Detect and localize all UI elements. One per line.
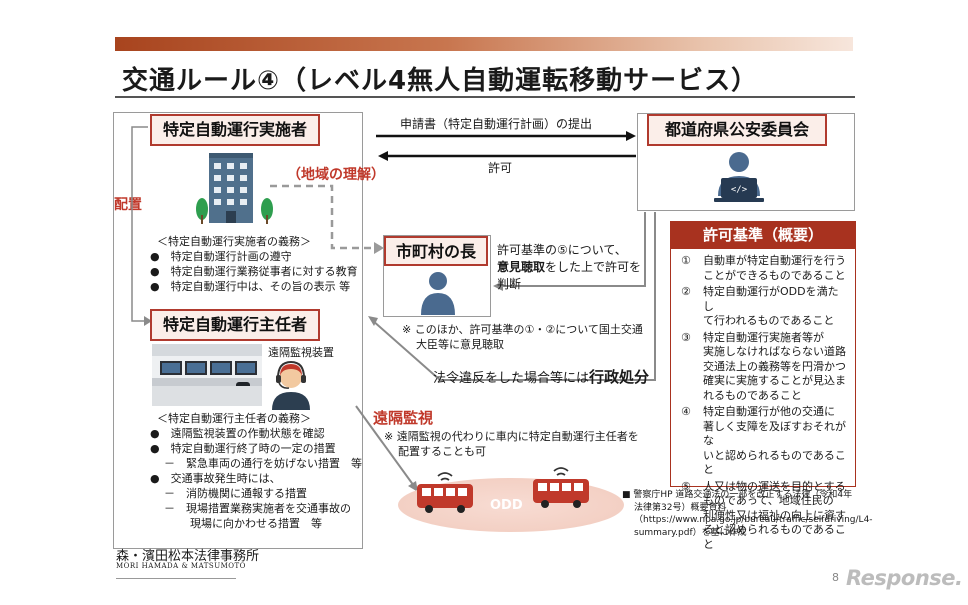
regional-understanding-arrow xyxy=(270,184,384,254)
list-item: － 緊急車両の通行を妨げない措置 等 xyxy=(164,457,362,470)
list-item: ● 特定自動運行計画の遵守 xyxy=(150,250,292,263)
response-watermark: Response. xyxy=(846,566,963,590)
top-accent-bar xyxy=(115,37,853,51)
list-item: － 現場措置業務実施者を交通事故の xyxy=(164,502,351,515)
application-arrow-label: 申請書（特定自動運行計画）の提出 xyxy=(400,117,593,131)
mayor-label: 市町村の長 xyxy=(384,236,488,266)
title-underline xyxy=(115,96,855,98)
operator-label: 特定自動運行実施者 xyxy=(150,114,320,146)
application-arrow xyxy=(376,131,636,161)
manager-label: 特定自動運行主任者 xyxy=(150,309,320,341)
firm-name-english: MORI HAMADA & MATSUMOTO xyxy=(116,562,246,570)
administrative-action-arrow xyxy=(368,212,656,381)
list-item: 現場に向かわせる措置 等 xyxy=(190,517,322,530)
building-icon xyxy=(196,153,273,224)
permit-arrow-label: 許可 xyxy=(488,161,513,175)
opinion-text: 許可基準の⑤について、 意見聴取をした上で許可を 判断 xyxy=(497,243,642,291)
odd-label: ODD xyxy=(490,498,523,513)
firm-name: 森・濱田松本法律事務所 xyxy=(116,549,260,564)
monitoring-room-image xyxy=(152,344,262,406)
opinion-arrow xyxy=(493,212,646,291)
computer-person-icon: </> xyxy=(714,152,764,202)
operator-duties-title: ＜特定自動運行実施者の義務＞ xyxy=(157,235,311,248)
remote-monitoring-title: 遠隔監視 xyxy=(373,409,434,427)
mlit-note: ※ このほか、許可基準の①・②について国土交通 大臣等に意見聴取 xyxy=(402,323,643,351)
page-title: 交通ルール④（レベル4無人自動運転移動サービス） xyxy=(122,66,759,96)
list-item: ● 特定自動運行終了時の一定の措置 xyxy=(150,442,336,455)
operator-duties-list: ● 特定自動運行計画の遵守 ● 特定自動運行業務従事者に対する教育 ● 特定自動… xyxy=(150,249,358,294)
page-number: 8 xyxy=(832,571,839,584)
operator-person-icon xyxy=(272,360,310,410)
svg-text:</>: </> xyxy=(731,185,748,195)
bus-icon xyxy=(417,472,473,513)
list-item: ● 特定自動運行中は、その旨の表示 等 xyxy=(150,280,351,293)
placement-arrow xyxy=(131,126,152,326)
person-icon xyxy=(421,272,455,315)
bus-icon xyxy=(533,467,589,508)
manager-duties-list: ● 遠隔監視装置の作動状態を確認 ● 特定自動運行終了時の一定の措置 － 緊急車… xyxy=(150,426,362,531)
list-item: ● 遠隔監視装置の作動状態を確認 xyxy=(150,427,325,440)
remote-device-label: 遠隔監視装置 xyxy=(268,346,334,359)
remote-monitoring-note: ※ 遠隔監視の代わりに車内に特定自動運行主任者を 配置することも可 xyxy=(384,430,639,458)
placement-label: 配置 xyxy=(114,197,142,213)
list-item: ● 特定自動運行業務従事者に対する教育 xyxy=(150,265,358,278)
list-item: － 消防機関に通報する措置 xyxy=(164,487,307,500)
criteria-title: 許可基準（概要） xyxy=(671,222,855,249)
footer-divider xyxy=(116,578,236,579)
administrative-action-text: 法令違反をした場合等には行政処分 xyxy=(433,368,650,386)
commission-label: 都道府県公安委員会 xyxy=(647,114,827,146)
manager-duties-title: ＜特定自動運行主任者の義務＞ xyxy=(157,412,311,425)
list-item: ● 交通事故発生時には、 xyxy=(150,472,281,485)
source-note: ■ 警察庁HP 道路交通法の一部を改正する法律（令和4年 法律第32号）概要資料… xyxy=(622,490,873,538)
region-understanding-note: （地域の理解） xyxy=(287,167,385,183)
